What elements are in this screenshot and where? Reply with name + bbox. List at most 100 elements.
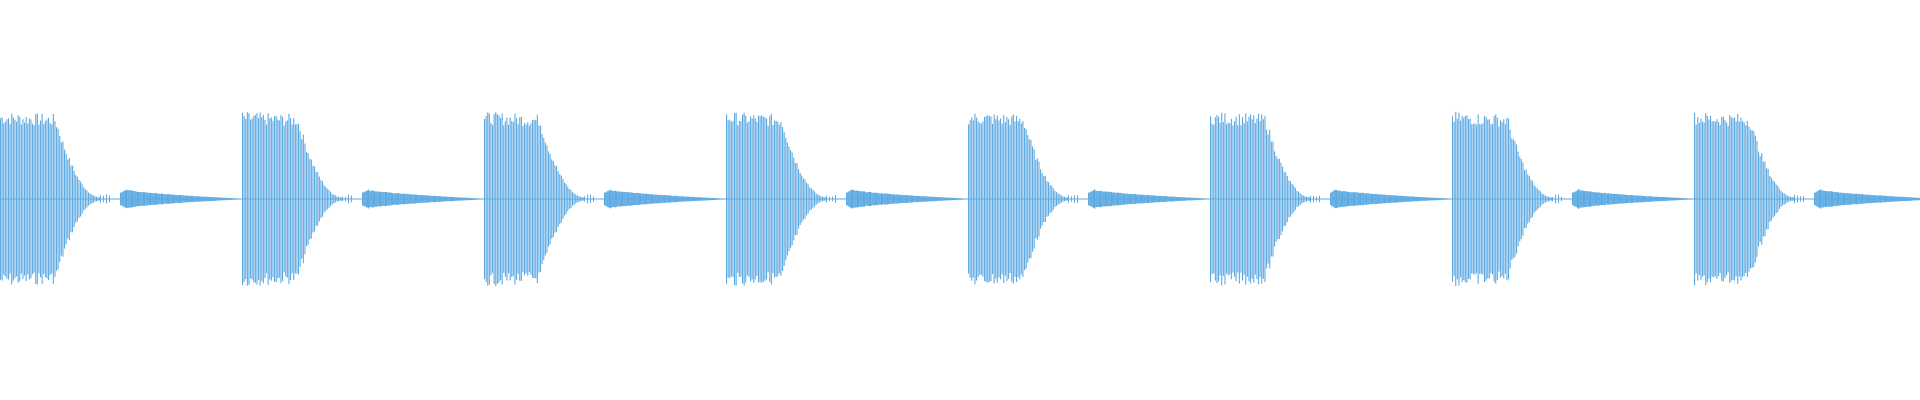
waveform-sample-strong	[1237, 125, 1239, 273]
waveform-sample-weak	[1432, 197, 1434, 201]
waveform-sample-strong	[492, 125, 494, 274]
waveform-sample-weak	[1397, 195, 1399, 203]
waveform-sample-weak	[1893, 196, 1895, 202]
waveform-sample-weak	[1588, 191, 1590, 207]
waveform-sample-strong	[767, 125, 769, 273]
waveform-sample-weak	[232, 198, 234, 200]
waveform-sample-weak	[908, 195, 910, 203]
waveform-sample-weak	[176, 195, 178, 203]
waveform-sample-strong	[89, 193, 91, 205]
waveform-sample-strong	[1472, 124, 1474, 274]
waveform-sample-weak	[1590, 191, 1592, 207]
waveform-sample-weak	[170, 194, 172, 204]
waveform-sample-weak	[1187, 197, 1189, 201]
waveform-sample-weak	[225, 197, 227, 201]
waveform-sample-weak	[1436, 197, 1438, 201]
waveform-sample-strong	[1730, 117, 1732, 281]
waveform-sample-strong	[267, 113, 269, 285]
waveform-sample-weak	[1346, 191, 1348, 207]
waveform-sample-strong	[1524, 170, 1526, 228]
waveform-sample-weak	[859, 191, 861, 207]
waveform-sample-weak	[1668, 197, 1670, 201]
waveform-sample-strong	[269, 118, 271, 280]
waveform-sample-weak	[1121, 193, 1123, 205]
waveform-sample-weak	[1089, 192, 1091, 206]
waveform-sample-residual	[348, 194, 349, 204]
waveform-sample-weak	[1204, 198, 1206, 200]
waveform-sample-weak	[710, 197, 712, 201]
waveform-sample-weak	[151, 193, 153, 205]
waveform-sample-weak	[1840, 192, 1842, 206]
waveform-sample-weak	[464, 197, 466, 201]
waveform-sample-strong	[493, 114, 495, 284]
waveform-sample-weak	[419, 195, 421, 204]
waveform-sample-strong	[1540, 191, 1542, 207]
waveform-sample-strong	[1479, 124, 1481, 274]
waveform-sample-weak	[1612, 194, 1614, 204]
waveform-sample-strong	[504, 121, 506, 277]
waveform-sample-strong	[1710, 115, 1712, 283]
waveform-sample-weak	[1896, 196, 1898, 202]
waveform-sample-weak	[1611, 193, 1613, 205]
waveform-sample-strong	[1461, 115, 1463, 283]
waveform-sample-weak	[703, 197, 705, 201]
waveform-sample-strong	[258, 118, 260, 280]
waveform-sample-weak	[1416, 196, 1418, 202]
waveform-sample-weak	[898, 194, 900, 204]
waveform-sample-strong	[1468, 119, 1470, 279]
waveform-sample-weak	[1108, 192, 1110, 206]
waveform-sample-strong	[339, 197, 341, 201]
waveform-sample-weak	[1414, 196, 1416, 202]
waveform-sample-weak	[666, 195, 668, 203]
waveform-sample-strong	[498, 115, 500, 283]
waveform-sample-strong	[1065, 197, 1067, 201]
waveform-sample-weak	[1348, 191, 1350, 207]
waveform-sample-weak	[229, 198, 231, 200]
waveform-sample-weak	[1894, 196, 1896, 202]
waveform-sample-weak	[172, 194, 174, 204]
waveform-sample-strong	[759, 116, 761, 282]
waveform-sample-strong	[293, 118, 295, 281]
waveform-sample-strong	[782, 127, 784, 271]
waveform-sample-strong	[1012, 114, 1014, 284]
waveform-sample-weak	[1662, 196, 1664, 202]
waveform-sample-strong	[1719, 124, 1721, 274]
waveform-sample-weak	[708, 197, 710, 201]
waveform-sample-weak	[1600, 192, 1602, 206]
waveform-sample-weak	[946, 197, 948, 201]
waveform-sample-weak	[1872, 195, 1874, 203]
waveform-sample-weak	[635, 193, 637, 205]
waveform-sample-weak	[1408, 196, 1410, 202]
waveform-sample-weak	[880, 193, 882, 205]
waveform-sample-weak	[472, 198, 474, 200]
waveform-sample-strong	[520, 117, 522, 281]
waveform-sample-weak	[192, 196, 194, 202]
waveform-sample-strong	[822, 196, 824, 202]
waveform-sample-weak	[1127, 193, 1129, 205]
waveform-sample-weak	[1820, 189, 1822, 209]
waveform-sample-weak	[1609, 193, 1611, 205]
waveform-sample-strong	[540, 125, 542, 273]
waveform-sample-weak	[454, 197, 456, 201]
waveform-sample-weak	[847, 192, 849, 206]
waveform-sample-weak	[1385, 194, 1387, 204]
waveform-sample-weak	[1641, 195, 1643, 203]
waveform-sample-strong	[509, 117, 511, 281]
waveform-sample-weak	[637, 193, 639, 205]
waveform-sample-strong	[512, 121, 514, 277]
waveform-sample-weak	[604, 192, 606, 206]
waveform-sample-weak	[1161, 195, 1163, 203]
waveform-sample-strong	[488, 113, 490, 285]
waveform-sample-weak	[618, 191, 620, 207]
waveform-sample-weak	[414, 194, 416, 204]
waveform-sample-weak	[1191, 197, 1193, 201]
waveform-sample-weak	[1666, 197, 1668, 201]
waveform-sample-weak	[479, 198, 481, 200]
waveform-sample-strong	[97, 197, 99, 201]
waveform-sample-weak	[1150, 195, 1152, 203]
waveform-sample-weak	[622, 192, 624, 206]
waveform-sample-strong	[1516, 144, 1518, 254]
waveform-sample-weak	[190, 195, 192, 202]
waveform-sample-weak	[1816, 191, 1818, 207]
